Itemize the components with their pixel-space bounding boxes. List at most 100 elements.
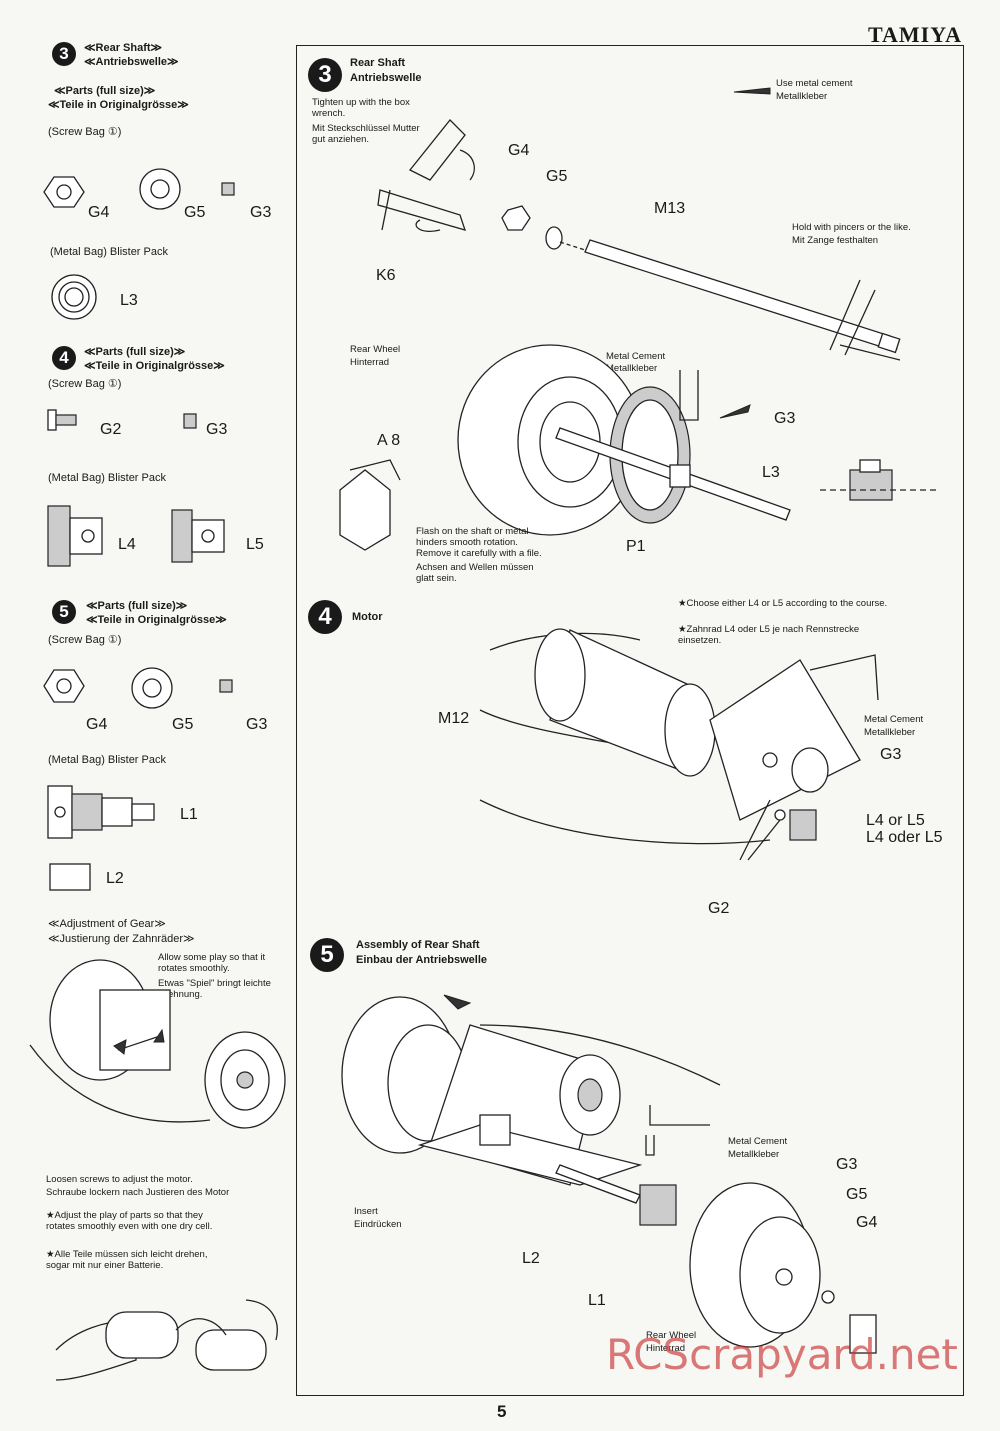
label-g5: G5 bbox=[546, 168, 568, 185]
battery-test-drawing bbox=[55, 1299, 278, 1381]
label-g3: G3 bbox=[880, 746, 902, 763]
label-p1: P1 bbox=[626, 538, 646, 555]
left-s3-screw-bag: (Screw Bag ①) bbox=[48, 126, 122, 138]
left-s3-parts-drawing bbox=[43, 168, 235, 210]
left-s3-title-de: ≪Antriebswelle≫ bbox=[84, 56, 179, 68]
label-m13: M13 bbox=[654, 200, 686, 217]
part-label: G2 bbox=[100, 421, 122, 438]
label-l3: L3 bbox=[762, 464, 780, 481]
step-3-badge: 3 bbox=[52, 42, 76, 66]
label-g3: G3 bbox=[774, 410, 796, 427]
part-label: L5 bbox=[246, 536, 264, 553]
label-g3: G3 bbox=[836, 1156, 858, 1173]
main-s3-mc-en: Metal Cement bbox=[606, 351, 666, 362]
adjust-title-en: ≪Adjustment of Gear≫ bbox=[48, 918, 166, 930]
main-s3-tighten-de: Mit Steckschlüssel Mutter gut anziehen. bbox=[312, 123, 420, 145]
main-s5-mc-en: Metal Cement bbox=[728, 1136, 788, 1147]
main-s4-title: Motor bbox=[352, 611, 383, 623]
main-s3-flash-de: Achsen and Wellen müssen glatt sein. bbox=[416, 562, 534, 584]
left-s5-parts-en: ≪Parts (full size)≫ bbox=[86, 600, 188, 612]
rear-wheel-drawing bbox=[339, 344, 940, 551]
coupling-l1-icon bbox=[639, 1184, 677, 1226]
label-l2: L2 bbox=[522, 1250, 540, 1267]
label-a8: A 8 bbox=[377, 432, 401, 449]
step-3-main-badge: 3 bbox=[308, 58, 342, 92]
main-s3-mc-de: Metallkleber bbox=[606, 363, 658, 374]
left-s3-parts-de: ≪Teile in Originalgrösse≫ bbox=[48, 99, 189, 111]
part-label: L2 bbox=[106, 870, 124, 887]
main-s3-tighten-en: Tighten up with the box wrench. bbox=[312, 97, 410, 119]
screw-icon bbox=[774, 809, 786, 821]
left-s3-title-en: ≪Rear Shaft≫ bbox=[84, 42, 163, 54]
part-label: G4 bbox=[86, 716, 108, 733]
adjust-title-de: ≪Justierung der Zahnräder≫ bbox=[48, 933, 195, 945]
adjust-play-de: Etwas "Spiel" bringt leichte Drehnung. bbox=[158, 978, 271, 1000]
main-s5-insert-en: Insert bbox=[354, 1206, 378, 1217]
left-s4-screw-bag: (Screw Bag ①) bbox=[48, 378, 122, 390]
motor-mount-icon bbox=[709, 659, 861, 821]
main-s5-insert-de: Eindrücken bbox=[354, 1219, 402, 1230]
part-label: L4 bbox=[118, 536, 136, 553]
main-s3-wheel-de: Hinterrad bbox=[350, 357, 390, 368]
main-s4-choose-en: ★Choose either L4 or L5 according to the… bbox=[678, 598, 888, 609]
main-s3-pincers-de: Mit Zange festhalten bbox=[792, 235, 879, 246]
main-s3-flash-en: Flash on the shaft or metal hinders smoo… bbox=[416, 526, 542, 559]
step-5-badge: 5 bbox=[52, 600, 76, 624]
main-s5-wheel-de: Hinterrad bbox=[646, 1343, 686, 1354]
left-s5-parts-de: ≪Teile in Originalgrösse≫ bbox=[86, 614, 227, 626]
grub-screw-icon bbox=[183, 413, 197, 429]
pinion-gear-icon bbox=[47, 505, 71, 567]
step-5-main-badge: 5 bbox=[310, 938, 344, 972]
main-s4-mc-en: Metal Cement bbox=[864, 714, 924, 725]
label-l4-oder-l5: L4 oder L5 bbox=[866, 829, 943, 846]
motor-drawing bbox=[479, 628, 879, 861]
washer-icon bbox=[821, 1290, 835, 1304]
shaft-assembly-drawing bbox=[377, 87, 901, 361]
label-g4: G4 bbox=[856, 1214, 878, 1231]
label-g4: G4 bbox=[508, 142, 530, 159]
left-s4-parts-drawing bbox=[47, 409, 197, 431]
adjust-loosen-de: Schraube lockern nach Justieren des Moto… bbox=[46, 1187, 230, 1198]
part-label: L1 bbox=[180, 806, 198, 823]
main-s5-mc-de: Metallkleber bbox=[728, 1149, 780, 1160]
screw-head-icon bbox=[47, 409, 57, 431]
nut-icon bbox=[501, 205, 531, 231]
watermark: RCScrapyard.net bbox=[606, 1330, 958, 1379]
pinion-gear-icon bbox=[789, 809, 817, 841]
bushing-drawing bbox=[51, 274, 97, 320]
gear-adjust-drawing bbox=[29, 959, 286, 1129]
washer-icon bbox=[545, 226, 563, 250]
main-s3-title-de: Antriebswelle bbox=[350, 72, 422, 84]
part-label: G3 bbox=[246, 716, 268, 733]
step-4-badge: 4 bbox=[52, 346, 76, 370]
main-s3-cement-en: Use metal cement bbox=[776, 78, 853, 89]
main-s5-wheel-en: Rear Wheel bbox=[646, 1330, 697, 1341]
grub-screw-icon bbox=[219, 679, 233, 693]
instruction-frame bbox=[296, 45, 964, 1396]
adjust-play-en: Allow some play so that it rotates smoot… bbox=[158, 952, 266, 974]
coupling-icon bbox=[479, 1114, 511, 1146]
label-m12: M12 bbox=[438, 710, 470, 727]
left-s4-parts-en: ≪Parts (full size)≫ bbox=[84, 346, 186, 358]
spacer-icon bbox=[49, 863, 91, 891]
page-number: 5 bbox=[497, 1402, 507, 1421]
cement-arrow-icon bbox=[733, 87, 771, 95]
part-label: G3 bbox=[206, 421, 228, 438]
box-wrench-icon bbox=[408, 119, 466, 181]
label-l4-or-l5: L4 or L5 bbox=[866, 812, 925, 829]
part-label: L3 bbox=[120, 292, 138, 309]
coupling-drawing bbox=[47, 785, 155, 891]
main-s3-wheel-en: Rear Wheel bbox=[350, 344, 401, 355]
arrow-icon bbox=[443, 994, 472, 1010]
pinion-gears-drawing bbox=[47, 505, 225, 567]
main-s4-choose-de: ★Zahnrad L4 oder L5 je nach Rennstrecke … bbox=[678, 624, 860, 646]
box-wrench-icon bbox=[849, 1314, 877, 1354]
label-k6: K6 bbox=[376, 267, 396, 284]
final-assembly-drawing bbox=[341, 994, 877, 1354]
main-s5-title-de: Einbau der Antriebswelle bbox=[356, 954, 488, 966]
main-s3-cement-de: Metallkleber bbox=[776, 91, 828, 102]
adjust-loosen-en: Loosen screws to adjust the motor. bbox=[46, 1174, 193, 1185]
left-s4-metal-bag: (Metal Bag) Blister Pack bbox=[48, 472, 166, 484]
left-s3-metal-bag: (Metal Bag) Blister Pack bbox=[50, 246, 168, 258]
pinion-gear-icon bbox=[171, 509, 193, 563]
